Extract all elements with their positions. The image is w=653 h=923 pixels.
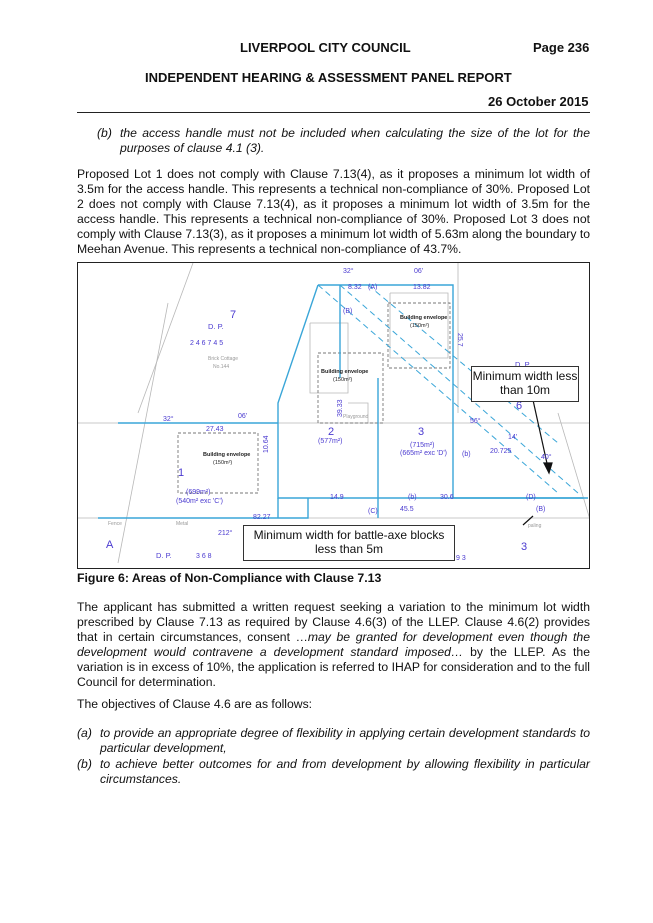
boundary-lot2 [277, 284, 583, 499]
envelope-1-title: Building envelope [203, 452, 250, 458]
area-lot3-exc: (665m² exc 'D') [400, 450, 447, 457]
objective-a-text: to provide an appropriate degree of flex… [100, 726, 590, 755]
report-title: INDEPENDENT HEARING & ASSESSMENT PANEL R… [145, 70, 512, 85]
envelope-lot3 [387, 302, 451, 369]
area-lot1-exc: (540m² exc 'C') [176, 498, 223, 505]
lot-numbers-right: 9 3 [456, 555, 466, 562]
dim-257: 25.7 [456, 333, 463, 347]
lot-boundaries [98, 284, 588, 519]
dim-56: 56° [470, 417, 481, 425]
area-lot3: (715m²) [410, 442, 435, 449]
paling-label: paling [528, 523, 542, 529]
objective-item-a: (a) to provide an appropriate degree of … [77, 726, 590, 758]
lot-7-label: 7 [230, 309, 236, 321]
tag-b-lower: (b) [462, 451, 471, 458]
dim-20725: 20.725 [490, 448, 512, 455]
lot-1-label: 1 [178, 467, 184, 479]
envelope-lot1 [177, 432, 259, 494]
council-name: LIVERPOOL CITY COUNCIL [240, 40, 411, 55]
lot-numbers-bottom: 3 6 8 [196, 553, 212, 560]
variation-text-2: by the LLEP. As the variation is in exce… [77, 645, 590, 689]
dim-32-top: 32° [343, 267, 354, 275]
objective-b-text: to achieve better outcomes for and from … [100, 757, 590, 786]
envelope-3-title: Building envelope [400, 315, 447, 321]
objective-item-b: (b) to achieve better outcomes for and f… [77, 757, 590, 789]
area-lot1: (699m²) [186, 489, 211, 496]
area-lot2: (577m²) [318, 438, 343, 445]
dim-212: 212° [218, 529, 233, 537]
envelope-lot2 [317, 352, 384, 424]
envelope-3-area: (150m²) [410, 323, 429, 329]
metal-label: Metal [176, 521, 188, 527]
envelope-2-title: Building envelope [321, 369, 368, 375]
objective-b-marker: (b) [77, 757, 92, 771]
report-date: 26 October 2015 [488, 94, 589, 109]
paragraph-objectives-intro: The objectives of Clause 4.6 are as foll… [77, 697, 313, 711]
tag-a: (A) [368, 284, 377, 291]
lot-3-label: 3 [418, 426, 424, 438]
tag-b-bottom: (b) [408, 494, 417, 501]
clause-b-text: the access handle must not be included w… [120, 126, 590, 155]
dim-2743: 27.43 [206, 426, 224, 433]
lot-3-neighbour-label: 3 [521, 541, 527, 553]
tag-b-right: (B) [536, 506, 545, 513]
tag-b: (B) [343, 308, 352, 315]
dim-06-top: 06' [414, 268, 423, 275]
lot-6-label: 6 [516, 400, 522, 412]
envelope-1-area: (150m²) [213, 460, 232, 466]
playground-label: Playground [343, 414, 369, 420]
dim-14: 14' [508, 434, 517, 441]
dim-1064: 10.64 [263, 435, 270, 453]
lot-2-label: 2 [328, 426, 334, 438]
fence-label: Fence [108, 521, 122, 527]
dim-8227: 82.27 [253, 514, 271, 521]
dim-3933: 39.33 [337, 399, 344, 417]
variation-quote: may be granted for development even thou… [77, 630, 590, 659]
dim-306: 30.6 [440, 494, 454, 501]
boundary-bottom [98, 498, 309, 519]
brick-cottage-label: Brick Cottage [208, 356, 238, 362]
callout-battle-axe-5m: Minimum width for battle-axe blocks less… [243, 525, 455, 561]
dim-32-left: 32° [163, 415, 174, 423]
site-plan-figure: 32° 06' 8.32 (A) 13.82 (B) 25.7 7 D. P. … [77, 262, 590, 569]
easement-lines [317, 284, 579, 494]
objective-a-marker: (a) [77, 726, 92, 740]
callout-min-width-10m: Minimum width less than 10m [471, 366, 579, 402]
dim-149: 14.9 [330, 494, 344, 501]
clause-b: (b) the access handle must not be includ… [97, 126, 590, 158]
figure-caption: Figure 6: Areas of Non-Compliance with C… [77, 571, 382, 585]
house-number-label: No.144 [213, 364, 229, 370]
dp-top: D. P. [208, 322, 224, 331]
tag-d: (D) [526, 494, 536, 501]
plan-labels: 32° 06' 8.32 (A) 13.82 (B) 25.7 7 D. P. … [106, 267, 552, 562]
site-plan-drawing: 32° 06' 8.32 (A) 13.82 (B) 25.7 7 D. P. … [78, 263, 589, 564]
dp-bottom: D. P. [156, 551, 172, 560]
dp-right: D. P [515, 360, 530, 369]
tag-c: (C) [368, 508, 378, 515]
envelope-2-area: (150m²) [333, 377, 352, 383]
variation-text-1: The applicant has submitted a written re… [77, 600, 590, 644]
building-envelopes [177, 302, 451, 494]
dim-06-left: 06' [238, 413, 247, 420]
paragraph-non-compliance: Proposed Lot 1 does not comply with Clau… [77, 167, 590, 256]
page-number: Page 236 [533, 40, 590, 55]
callout-arrows [522, 399, 553, 526]
lot-numbers-top: 2 4 6 7 4 5 [190, 340, 223, 347]
dim-832: 8.32 [348, 284, 362, 291]
dim-40: 40° [541, 453, 552, 461]
lot-a-label: A [106, 539, 114, 551]
header-divider [77, 112, 590, 113]
dim-455: 45.5 [400, 506, 414, 513]
paragraph-variation-request: The applicant has submitted a written re… [77, 600, 590, 690]
clause-b-marker: (b) [97, 126, 112, 140]
dim-1382: 13.82 [413, 284, 431, 291]
